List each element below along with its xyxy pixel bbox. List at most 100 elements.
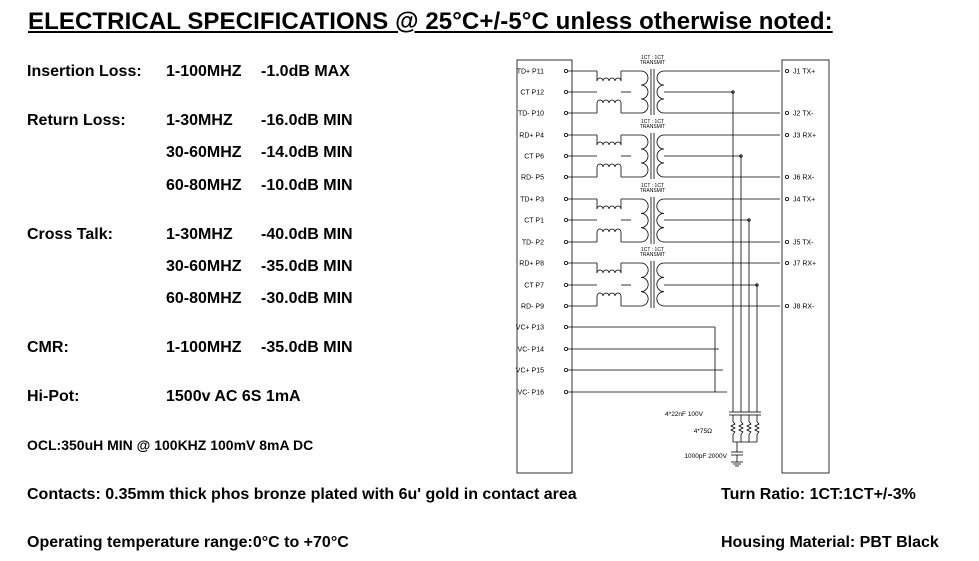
cross-talk-value: -40.0dB MIN [261,226,353,243]
temperature-spec: Operating temperature range:0°C to +70°C [27,534,349,551]
cross-talk-label: Cross Talk: [27,226,113,243]
pin-terminal [784,260,789,265]
common-mode-choke [596,205,622,210]
page-title: ELECTRICAL SPECIFICATIONS @ 25°C+/-5°C u… [28,8,833,35]
pin-terminal [784,133,789,138]
return-loss-range: 60-80MHZ [166,177,242,194]
left-pin-label: VC- P16 [518,390,545,397]
transformer-type-label: TRANSMIT [640,252,666,258]
left-pin-label: TD- P10 [518,111,544,118]
pin-terminal [564,346,569,351]
resistor-label: 4*75Ω [694,428,712,435]
common-mode-choke [596,163,622,168]
pin-terminal [564,367,569,372]
capacitor-label: 4*22nF 100V [665,411,704,418]
right-pin-label: J7 RX+ [793,261,816,268]
return-loss-range: 30-60MHZ [166,144,242,161]
pin-terminal [784,68,789,73]
transformer-winding [640,70,649,114]
cross-talk-value: -30.0dB MIN [261,290,353,307]
return-loss-value: -10.0dB MIN [261,177,353,194]
hipot-label: Hi-Pot: [27,388,80,405]
resistor [754,421,760,435]
transformer-ratio-label: 1CT : 1CT [641,55,664,61]
common-mode-choke [596,292,622,297]
transformer-type-label: TRANSMIT [640,124,666,130]
resistor [746,421,752,435]
left-pin-label: RD+ P8 [519,261,544,268]
contacts-spec: Contacts: 0.35mm thick phos bronze plate… [27,486,577,503]
common-mode-choke [596,228,622,233]
transformer-ratio-label: 1CT : 1CT [641,119,664,125]
cmr-value: -35.0dB MIN [261,339,353,356]
return-loss-value: -16.0dB MIN [261,112,353,129]
pin-terminal [564,154,569,159]
left-pin-label: CT P7 [524,283,544,290]
pin-terminal [564,217,569,222]
transformer-winding [656,198,665,243]
transformer-type-label: TRANSMIT [640,188,666,194]
left-pin-label: RD- P5 [521,175,544,182]
pin-terminal [784,239,789,244]
left-pin-label: RD- P9 [521,304,544,311]
left-pin-label: TD- P2 [522,240,544,247]
cross-talk-value: -35.0dB MIN [261,258,353,275]
wire-junction [747,218,751,222]
pin-terminal [784,175,789,180]
pin-terminal [564,260,569,265]
right-pin-label: J3 RX+ [793,133,816,140]
common-mode-choke [596,269,622,274]
insertion-loss-value: -1.0dB MAX [261,63,350,80]
left-pin-label: CT P1 [524,218,544,225]
pin-terminal [564,303,569,308]
hipot-value: 1500v AC 6S 1mA [166,388,301,405]
left-connector-box [516,59,573,474]
left-pin-label: TD+ P11 [517,69,544,76]
transformer-winding [656,134,665,178]
pin-terminal [564,196,569,201]
return-loss-value: -14.0dB MIN [261,144,353,161]
transformer-winding [656,70,665,114]
common-mode-choke [596,141,622,146]
cross-talk-range: 30-60MHZ [166,258,242,275]
hv-capacitor-label: 1000pF 2000V [684,453,727,460]
pin-terminal [564,239,569,244]
pin-terminal [564,111,569,116]
resistor [738,421,744,435]
left-pin-label: CT P12 [520,90,544,97]
transformer-winding [656,262,665,307]
transformer-ratio-label: 1CT : 1CT [641,183,664,189]
transformer-winding [640,262,649,307]
left-pin-label: TD+ P3 [520,197,544,204]
common-mode-choke [596,99,622,104]
right-pin-label: J8 RX- [793,304,815,311]
left-pin-label: CT P6 [524,154,544,161]
right-pin-label: J2 TX- [793,111,814,118]
cmr-label: CMR: [27,339,69,356]
transformer-winding [640,134,649,178]
resistor [730,421,736,435]
pin-terminal [784,196,789,201]
pin-terminal [784,303,789,308]
return-loss-range: 1-30MHZ [166,112,233,129]
turn-ratio-spec: Turn Ratio: 1CT:1CT+/-3% [721,486,916,503]
transformer-ratio-label: 1CT : 1CT [641,247,664,253]
common-mode-choke [596,77,622,82]
transformer-winding [640,198,649,243]
housing-spec: Housing Material: PBT Black [721,534,939,551]
left-pin-label: VC- P14 [518,347,545,354]
pin-terminal [564,133,569,138]
cross-talk-range: 60-80MHZ [166,290,242,307]
pin-terminal [564,90,569,95]
cross-talk-range: 1-30MHZ [166,226,233,243]
wire-junction [755,283,759,287]
insertion-loss-range: 1-100MHZ [166,63,242,80]
right-pin-label: J6 RX- [793,175,815,182]
left-pin-label: RD+ P4 [519,133,544,140]
pin-terminal [564,324,569,329]
insertion-loss-label: Insertion Loss: [27,63,142,80]
wire-junction [739,154,743,158]
pin-terminal [564,389,569,394]
pin-terminal [784,111,789,116]
